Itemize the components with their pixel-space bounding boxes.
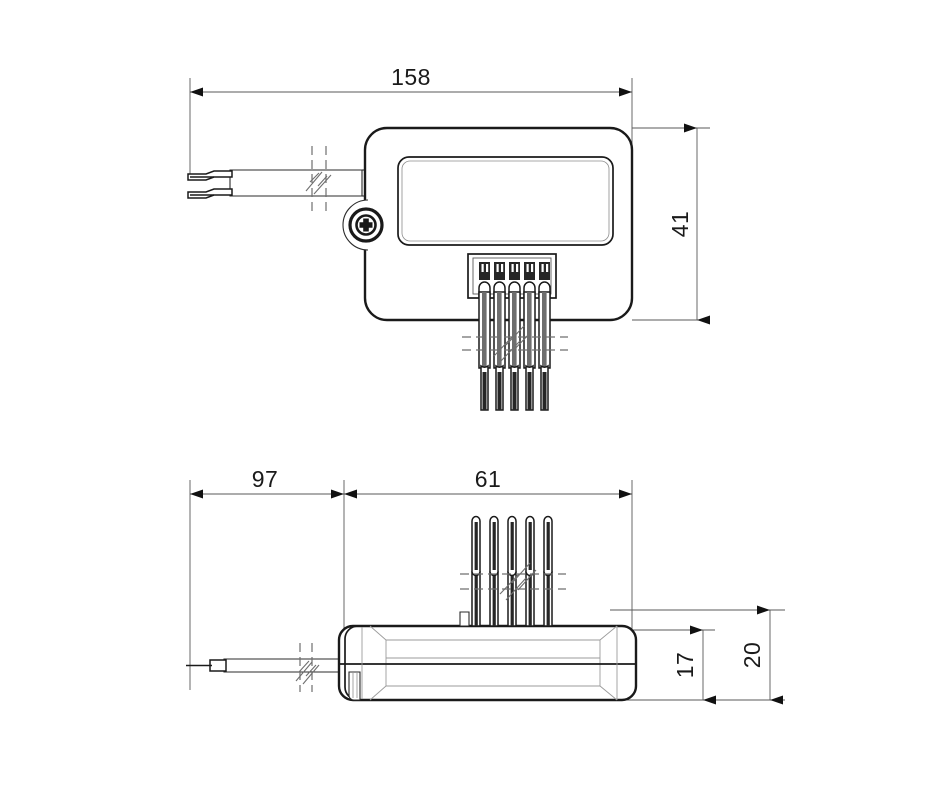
side-view-wires-break-symbol <box>460 562 566 601</box>
dimension-61-label: 61 <box>475 466 502 492</box>
side-view-cable-break-symbol <box>295 643 320 692</box>
dimension-17-label: 17 <box>672 652 698 679</box>
dimension-158-label: 158 <box>391 64 431 90</box>
top-view-cable <box>187 169 372 199</box>
side-view-wires <box>459 515 553 627</box>
side-wire-2 <box>489 571 499 627</box>
side-wire-1 <box>471 571 481 627</box>
top-view-wires <box>478 291 551 369</box>
ferrule-1 <box>480 364 489 411</box>
ferrule-5 <box>540 364 549 411</box>
dimension-97-label: 97 <box>252 466 279 492</box>
dimension-20-label: 20 <box>739 642 765 669</box>
wire-3 <box>508 291 521 369</box>
side-wire-5 <box>543 571 553 627</box>
dimension-17: 17 <box>672 625 716 705</box>
top-view-wire-ferrules <box>480 364 549 411</box>
top-view-inner-panel <box>397 156 614 246</box>
wire-5 <box>538 291 551 369</box>
wire-4 <box>523 291 536 369</box>
top-view-cable-break-symbol <box>305 146 332 212</box>
wire-1 <box>478 291 491 369</box>
side-view: 97 61 17 20 <box>186 466 785 705</box>
terminal-cavities <box>479 262 550 280</box>
top-view: 158 41 <box>187 64 710 411</box>
side-view-housing <box>337 624 638 702</box>
dimension-41-label: 41 <box>667 211 693 238</box>
screw-icon <box>342 199 384 251</box>
dimension-61: 61 <box>344 466 632 499</box>
dimension-158: 158 <box>190 64 632 97</box>
dimension-20: 20 <box>739 605 783 705</box>
dimension-97: 97 <box>190 466 344 499</box>
ferrule-2 <box>495 364 504 411</box>
side-view-cable <box>186 658 351 673</box>
top-view-wires-break-symbol <box>462 325 568 363</box>
ferrule-3 <box>510 364 519 411</box>
wire-2 <box>493 291 506 369</box>
ferrule-4 <box>525 364 534 411</box>
dimension-41: 41 <box>667 123 710 325</box>
side-view-wire-ferrules <box>471 515 553 577</box>
